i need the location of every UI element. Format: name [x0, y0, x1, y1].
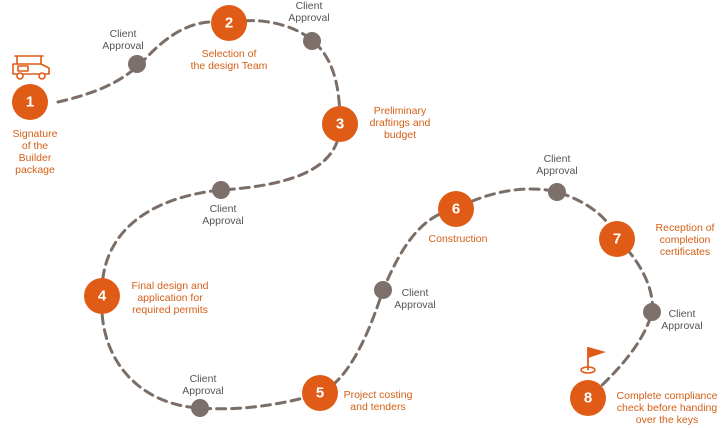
step-5: 5: [302, 375, 338, 411]
flag-icon: [580, 347, 606, 374]
step-label: Project costing and tenders: [343, 389, 413, 413]
step-6: 6: [438, 191, 474, 227]
approval-label: Client Approval: [661, 308, 703, 332]
step-number: 5: [316, 385, 324, 402]
step-label: Construction: [428, 233, 488, 245]
approval-dot: [643, 303, 661, 321]
step-number: 2: [225, 15, 233, 32]
step-label: Complete compliance check before handing…: [616, 390, 718, 426]
step-number: 1: [26, 94, 34, 111]
step-4: 4: [84, 278, 120, 314]
step-label: Final design and application for require…: [131, 280, 209, 316]
step-1: 1: [12, 84, 48, 120]
step-label: Preliminary draftings and budget: [369, 105, 431, 141]
approval-label: Client Approval: [202, 203, 244, 227]
approval-dot: [548, 183, 566, 201]
step-number: 7: [613, 231, 621, 248]
approval-dot: [374, 281, 392, 299]
step-number: 6: [452, 201, 460, 218]
step-2: 2: [211, 5, 247, 41]
golf-cart-icon: [12, 55, 50, 80]
approval-dot: [128, 55, 146, 73]
step-number: 8: [584, 390, 592, 407]
approval-dot: [191, 399, 209, 417]
step-number: 4: [98, 288, 107, 305]
step-7: 7: [599, 221, 635, 257]
step-label: Reception of completion certificates: [655, 222, 715, 258]
approval-dot: [303, 32, 321, 50]
approval-dot: [212, 181, 230, 199]
step-3: 3: [322, 106, 358, 142]
step-label: Signature of the Builder package: [12, 128, 58, 176]
approval-label: Client Approval: [102, 28, 144, 52]
step-label: Selection of the design Team: [190, 48, 268, 72]
process-path: [56, 19, 654, 411]
approval-label: Client Approval: [182, 373, 224, 397]
approval-label: Client Approval: [288, 0, 330, 24]
step-8: 8: [570, 380, 606, 416]
step-number: 3: [336, 116, 344, 133]
approval-label: Client Approval: [394, 287, 436, 311]
approval-label: Client Approval: [536, 153, 578, 177]
